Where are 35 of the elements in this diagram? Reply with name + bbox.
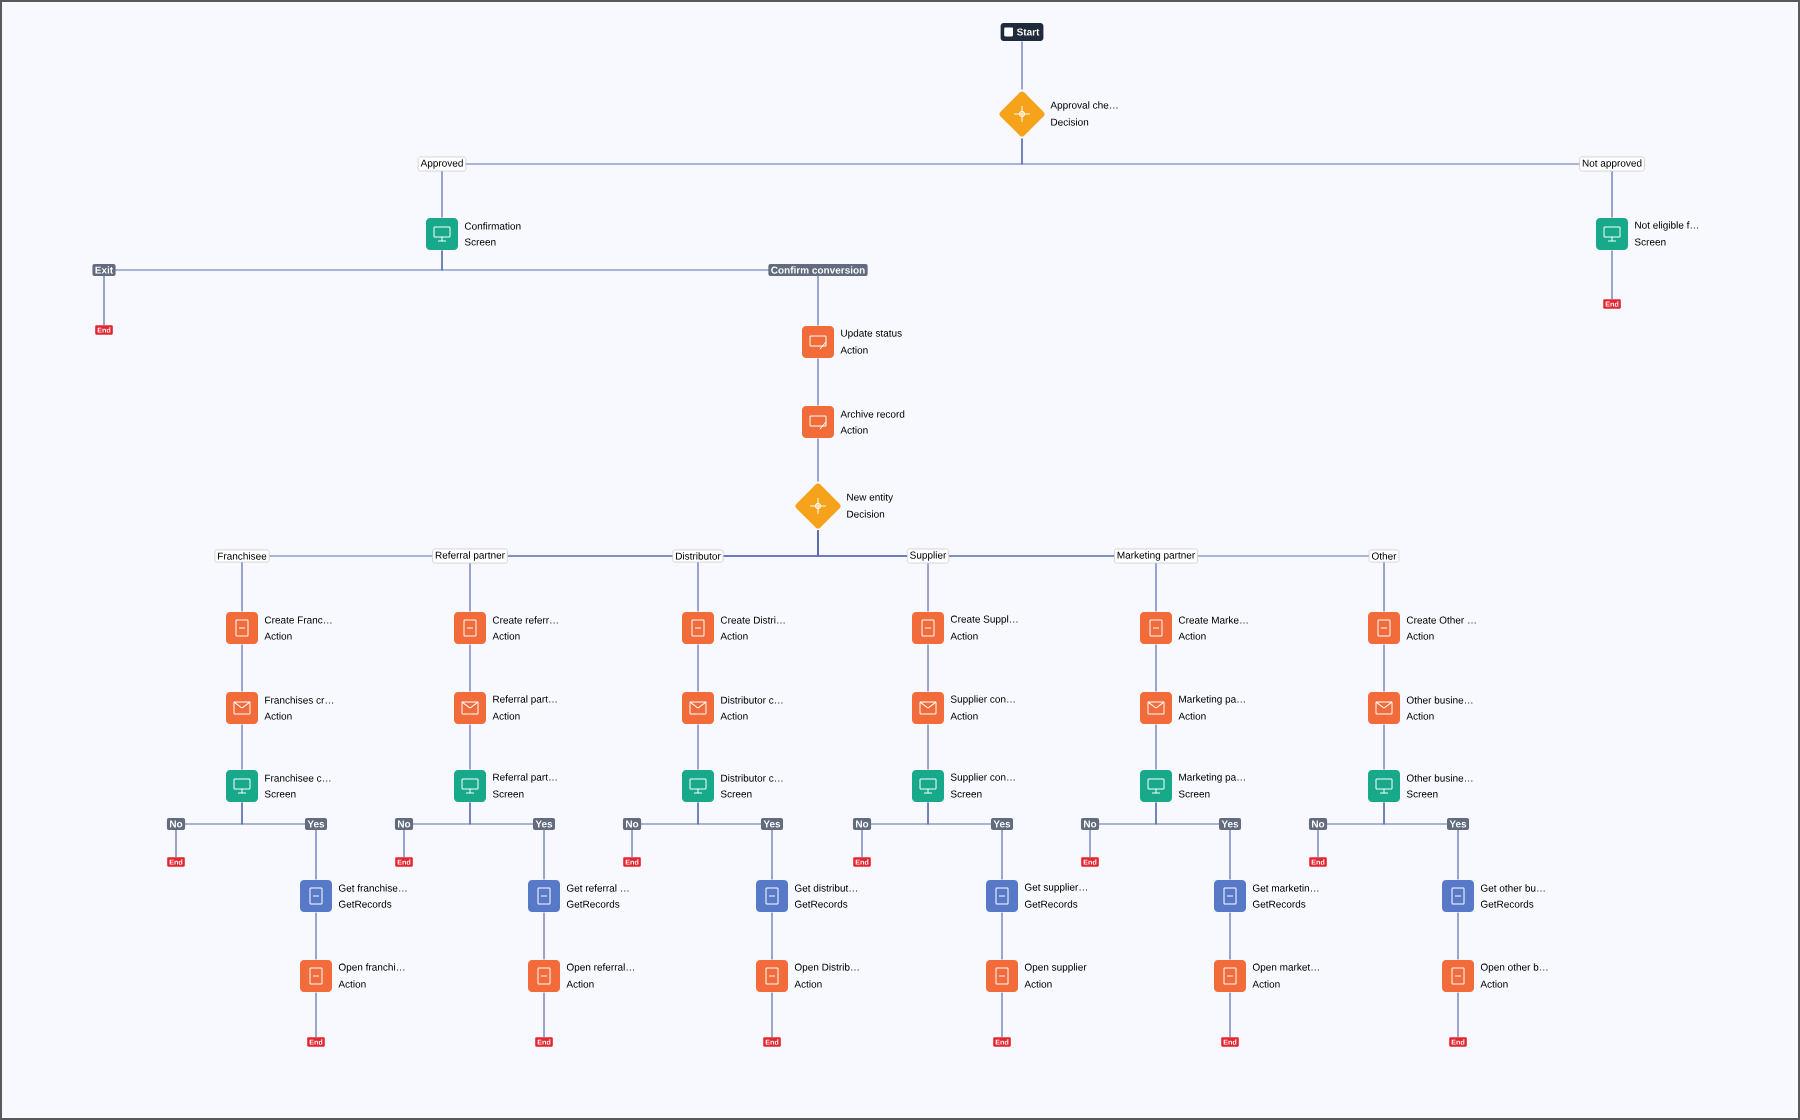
connector <box>241 643 243 693</box>
connector <box>817 437 819 483</box>
connector <box>1383 801 1459 881</box>
connector <box>1021 137 1613 219</box>
connector <box>1155 723 1157 771</box>
connector <box>315 991 317 1038</box>
connector <box>1155 643 1157 693</box>
connector <box>1457 991 1459 1038</box>
connector <box>927 801 1003 881</box>
connector <box>697 801 773 881</box>
connector <box>469 801 545 881</box>
connector <box>543 991 545 1038</box>
connector <box>1229 911 1231 961</box>
connector <box>469 723 471 771</box>
connector <box>241 801 317 881</box>
connector <box>1457 911 1459 961</box>
connector <box>1021 40 1023 91</box>
connector <box>1155 801 1231 881</box>
connector <box>927 723 929 771</box>
connector <box>1383 643 1385 693</box>
connector <box>1383 723 1385 771</box>
connector <box>771 991 773 1038</box>
connector <box>1229 991 1231 1038</box>
connector <box>543 911 545 961</box>
connector <box>469 643 471 693</box>
connector <box>817 357 819 407</box>
connector <box>1001 911 1003 961</box>
connector <box>1611 249 1613 300</box>
connector <box>771 911 773 961</box>
connector <box>697 723 699 771</box>
connector <box>315 911 317 961</box>
connector <box>927 643 929 693</box>
connector <box>697 643 699 693</box>
connector <box>241 723 243 771</box>
connector <box>1001 991 1003 1038</box>
